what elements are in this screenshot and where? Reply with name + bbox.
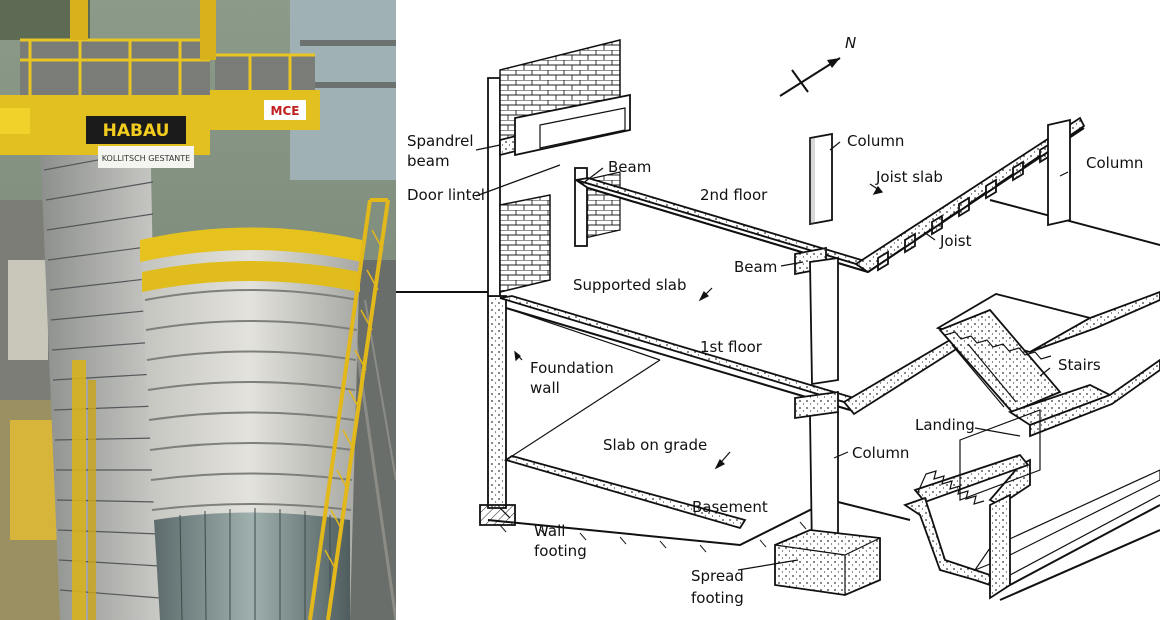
label-column-right: Column	[1086, 154, 1143, 172]
label-spandrel-beam-1: Spandrel	[407, 132, 474, 150]
label-foundation-wall-2: wall	[530, 379, 560, 397]
banner-bg	[98, 146, 194, 168]
tower-crane	[308, 198, 390, 620]
label-wall-footing-2: footing	[534, 542, 587, 560]
core-tower-windows	[43, 149, 161, 599]
habau-sign: HABAU	[103, 121, 170, 141]
label-joist-slab: Joist slab	[875, 168, 943, 186]
label-second-floor: 2nd floor	[700, 186, 768, 204]
label-first-floor: 1st floor	[700, 338, 763, 356]
habau-sign-bg	[86, 116, 186, 144]
label-slab-on-grade: Slab on grade	[603, 436, 707, 454]
crane-lattice	[324, 229, 384, 571]
construction-photo: HABAU MCE KOLLITSCH GESTANTE	[0, 0, 396, 620]
slab-on-grade	[503, 455, 747, 530]
beam-lower	[794, 390, 839, 420]
label-supported-slab: Supported slab	[573, 276, 687, 294]
direction-arrows	[514, 183, 884, 470]
label-landing: Landing	[915, 416, 975, 434]
north-label: N	[845, 34, 856, 52]
column-right	[1047, 118, 1071, 227]
tower-photo-illustration: HABAU MCE KOLLITSCH GESTANTE	[0, 0, 396, 620]
foundation-wall	[487, 295, 507, 509]
first-floor-slab-right	[842, 338, 960, 416]
structural-diagram: N Spandrel beam Door lintel Beam	[396, 0, 1160, 620]
formwork-rails	[20, 38, 315, 95]
building-section-drawing: N Spandrel beam Door lintel Beam	[396, 34, 1160, 607]
label-spread-footing-2: footing	[691, 589, 744, 607]
banner-text: KOLLITSCH GESTANTE	[102, 154, 190, 163]
north-arrow: N	[779, 34, 856, 97]
label-beam-mid: Beam	[734, 258, 777, 276]
joist-slab	[854, 116, 1086, 274]
label-foundation-wall-1: Foundation	[530, 359, 614, 377]
core-tower	[40, 120, 160, 620]
landing-and-lower-stairs	[902, 358, 1160, 600]
label-stairs: Stairs	[1058, 356, 1101, 374]
label-door-lintel: Door lintel	[407, 186, 485, 204]
edge-protection-lower	[142, 261, 360, 292]
mce-sign-bg	[264, 100, 306, 120]
bridge-2	[310, 82, 396, 88]
label-column-top: Column	[847, 132, 904, 150]
door-jamb	[574, 167, 588, 247]
label-spandrel-beam-2: beam	[407, 152, 450, 170]
glass-facade	[154, 512, 350, 620]
bridge-1	[300, 40, 396, 46]
column-top	[809, 132, 833, 226]
label-beam-top: Beam	[608, 158, 651, 176]
brick-wall-lower	[499, 194, 551, 293]
column-mid	[809, 256, 839, 386]
label-column-bottom: Column	[852, 444, 909, 462]
label-joist: Joist	[939, 232, 972, 250]
label-spread-footing-1: Spread	[691, 567, 744, 585]
edge-protection-upper	[140, 227, 362, 262]
wall-edge	[487, 77, 501, 297]
leader-lines	[475, 141, 1069, 571]
label-basement: Basement	[692, 498, 768, 516]
label-wall-footing-1: Wall	[534, 522, 565, 540]
wall-footing	[479, 504, 516, 526]
glass-mullions	[179, 508, 331, 620]
spread-footing	[774, 529, 881, 596]
mce-sign: MCE	[271, 104, 300, 118]
stairs-upper	[935, 291, 1160, 414]
